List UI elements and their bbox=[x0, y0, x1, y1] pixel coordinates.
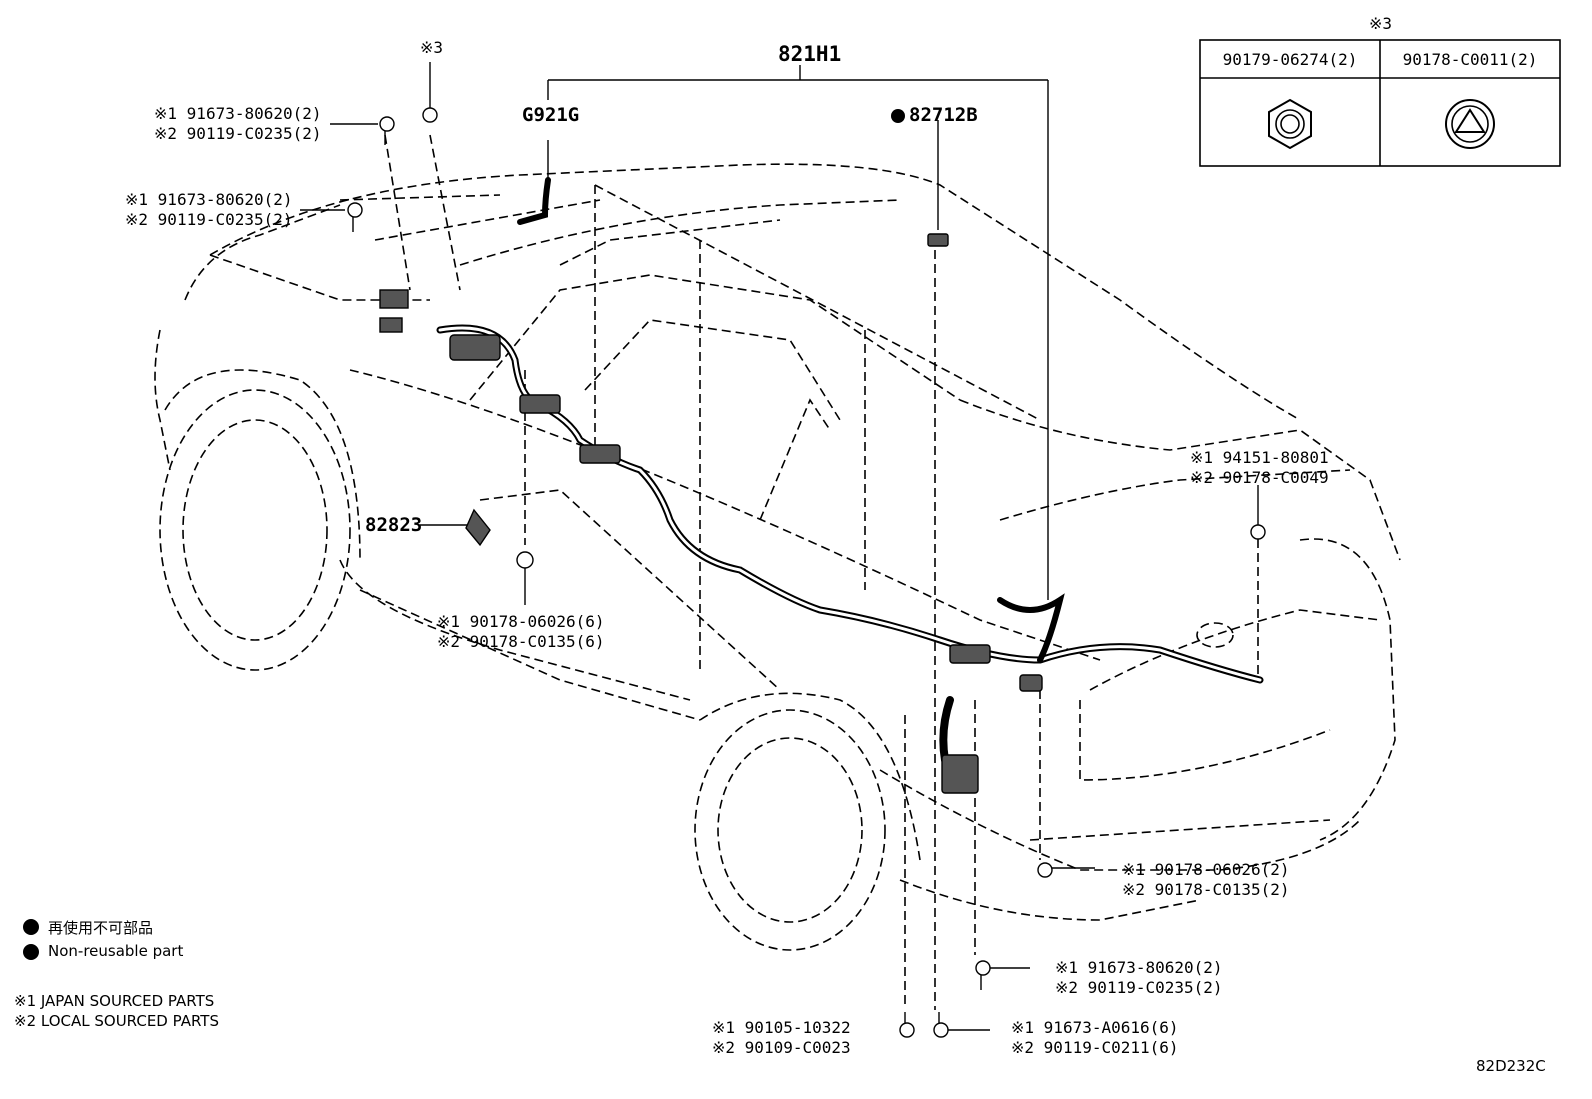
harness-components bbox=[379, 233, 1043, 794]
non-reusable-dot bbox=[891, 109, 905, 123]
legend-jp: 再使用不可部品 bbox=[48, 919, 154, 937]
part-82712b: 82712B bbox=[909, 104, 978, 126]
part-82823: 82823 bbox=[365, 514, 423, 536]
fasteners bbox=[347, 107, 1266, 1038]
label-top-left-1a: ※1 91673-80620(2) bbox=[154, 104, 322, 123]
label-bottom-2b: ※2 90119-C0211(6) bbox=[1011, 1038, 1179, 1057]
label-rear-2a: ※1 90178-06026(2) bbox=[1122, 860, 1290, 879]
legend-dot-jp bbox=[23, 919, 39, 935]
table-header-mark: ※3 bbox=[1369, 14, 1393, 33]
vehicle-body-outline bbox=[154, 134, 1401, 1010]
label-bottom-1b: ※2 90109-C0023 bbox=[712, 1038, 851, 1057]
label-top-left-2a: ※1 91673-80620(2) bbox=[125, 190, 293, 209]
legend-en: Non-reusable part bbox=[48, 942, 184, 960]
wire-harness bbox=[436, 177, 1264, 764]
label-mid-a: ※1 90178-06026(6) bbox=[437, 612, 605, 631]
label-rear-3a: ※1 91673-80620(2) bbox=[1055, 958, 1223, 977]
label-top-left-1b: ※2 90119-C0235(2) bbox=[154, 124, 322, 143]
table-cell-left: 90179-06274(2) bbox=[1222, 50, 1358, 69]
label-rear-2b: ※2 90178-C0135(2) bbox=[1122, 880, 1290, 899]
label-top-left-2b: ※2 90119-C0235(2) bbox=[125, 210, 293, 229]
label-rear-1b: ※2 90178-C0049 bbox=[1190, 468, 1329, 487]
label-rear-1a: ※1 94151-80801 bbox=[1190, 448, 1329, 467]
table-cell-right: 90178-C0011(2) bbox=[1402, 50, 1538, 69]
main-part-label: 821H1 bbox=[778, 42, 842, 66]
legend-note-local: ※2 LOCAL SOURCED PARTS bbox=[14, 1012, 219, 1030]
diagram-code: 82D232C bbox=[1476, 1057, 1546, 1075]
label-bottom-2a: ※1 91673-A0616(6) bbox=[1011, 1018, 1179, 1037]
part-g921g: G921G bbox=[522, 104, 580, 126]
ref-mark-label: ※3 bbox=[420, 38, 444, 57]
legend-note-japan: ※1 JAPAN SOURCED PARTS bbox=[14, 992, 215, 1010]
label-bottom-1a: ※1 90105-10322 bbox=[712, 1018, 851, 1037]
label-mid-b: ※2 90178-C0135(6) bbox=[437, 632, 605, 651]
label-rear-3b: ※2 90119-C0235(2) bbox=[1055, 978, 1223, 997]
leader-lines bbox=[300, 62, 1259, 1031]
fastener-table bbox=[1199, 39, 1561, 167]
legend-dot-en bbox=[23, 944, 39, 960]
